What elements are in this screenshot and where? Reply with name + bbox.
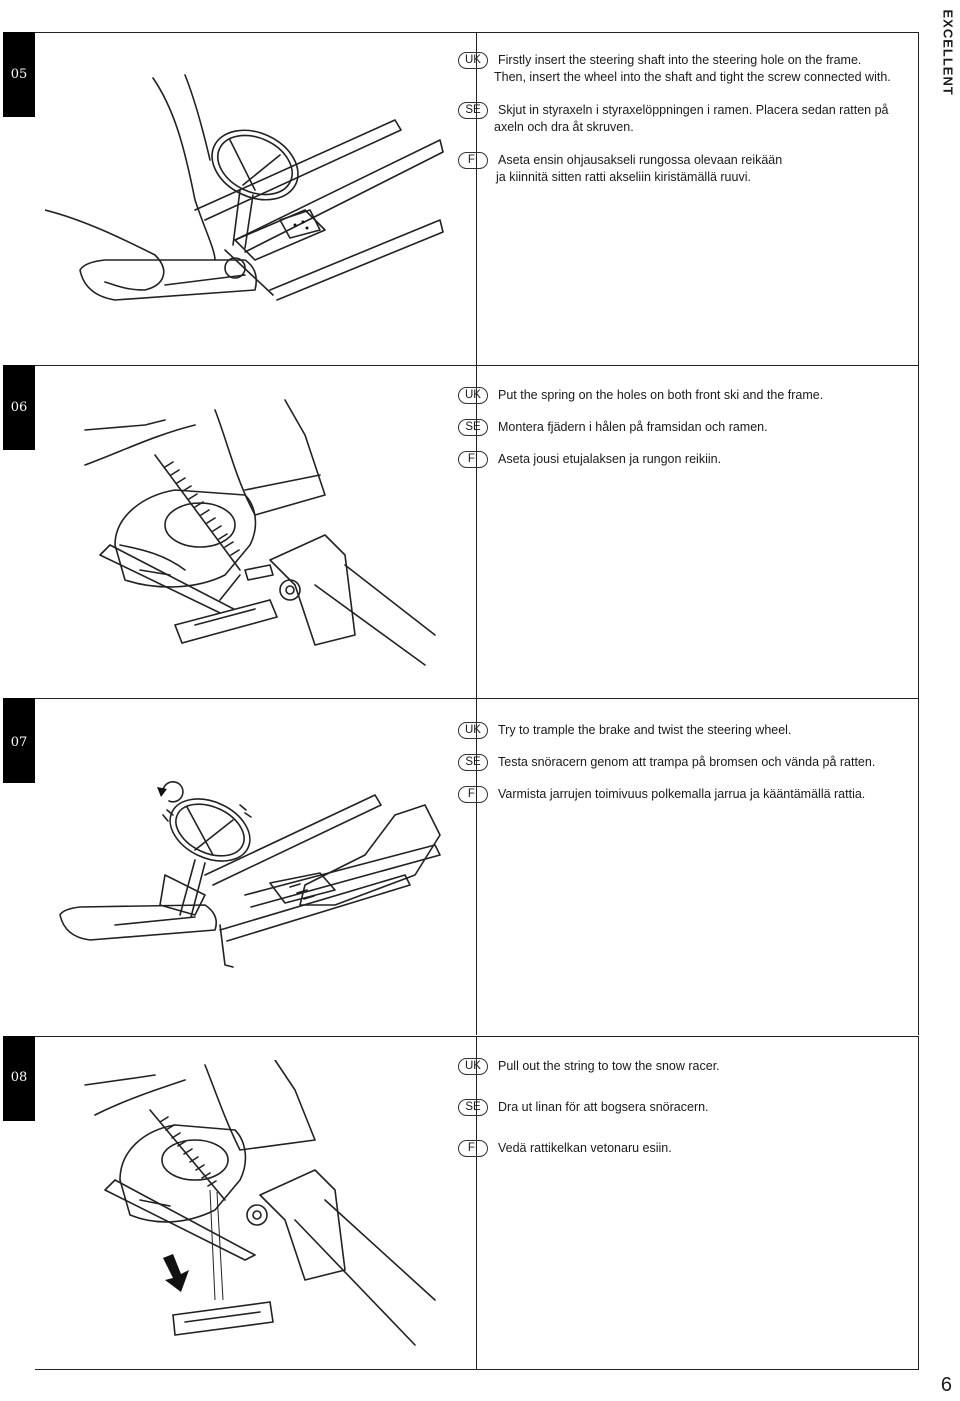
instruction-line: Then, insert the wheel into the shaft an… [458, 69, 908, 86]
step-number-tab: 06 [3, 365, 35, 450]
language-code-badge: UK [458, 1058, 488, 1075]
instruction-text: Pull out the string to tow the snow race… [498, 1059, 720, 1073]
language-code-badge: SE [458, 754, 488, 771]
step-panel-07 [35, 698, 919, 1035]
instruction-line: SE Montera fjädern i hålen på framsidan o… [458, 419, 908, 436]
pull-down-arrow-icon [163, 1254, 189, 1292]
instruction-text: Put the spring on the holes on both fron… [498, 388, 824, 402]
page-number: 6 [940, 1374, 952, 1396]
step-number: 06 [10, 400, 28, 415]
instruction-text: ja kiinnitä sitten ratti akseliin kirist… [496, 170, 751, 184]
step-number-tab: 05 [3, 32, 35, 117]
instruction-text: Then, insert the wheel into the shaft an… [494, 70, 891, 84]
brand-label: EXCELLENT [940, 9, 956, 96]
instruction-text: axeln och dra åt skruven. [494, 120, 634, 134]
instruction-text: Firstly insert the steering shaft into t… [498, 53, 862, 67]
step-number: 07 [10, 735, 28, 750]
language-code-badge: SE [458, 102, 488, 119]
instruction-line: UK Try to trample the brake and twist the… [458, 722, 908, 739]
step-number: 08 [10, 1070, 28, 1085]
instruction-text: Skjut in styraxeln i styraxelöppningen i… [498, 103, 889, 117]
instruction-text: Montera fjädern i hålen på framsidan och… [498, 420, 768, 434]
spring-assembly-illustration [84, 399, 436, 666]
language-code-badge: FI [458, 786, 488, 803]
steering-assembly-illustration [45, 74, 444, 301]
step-05-instructions: UK Firstly insert the steering shaft into… [458, 52, 908, 186]
step-07-instructions: UK Try to trample the brake and twist the… [458, 722, 908, 803]
step-06-instructions: UK Put the spring on the holes on both fr… [458, 387, 908, 468]
instruction-text: Try to trample the brake and twist the s… [498, 723, 792, 737]
instruction-line: SE Dra ut linan för att bogsera snöracern… [458, 1099, 908, 1116]
brake-test-illustration [59, 781, 441, 968]
instruction-text: Varmista jarrujen toimivuus polkemalla j… [498, 787, 866, 801]
instruction-text: Testa snöracern genom att trampa på brom… [498, 755, 876, 769]
language-code-badge: FI [458, 451, 488, 468]
instruction-line: SE Testa snöracern genom att trampa på br… [458, 754, 908, 771]
spring-coil [154, 454, 241, 571]
step-panel-05 [35, 32, 919, 366]
language-code-badge: UK [458, 722, 488, 739]
language-code-badge: UK [458, 52, 488, 69]
step-08-instructions: UK Pull out the string to tow the snow ra… [458, 1058, 908, 1157]
instruction-line: axeln och dra åt skruven. [458, 119, 908, 136]
panel-divider [476, 33, 477, 366]
instruction-text: Aseta ensin ohjausakseli rungossa olevaa… [498, 153, 783, 167]
step-number-tab: 07 [3, 698, 35, 783]
panel-divider [476, 699, 477, 1035]
instruction-line: UK Put the spring on the holes on both fr… [458, 387, 908, 404]
instruction-line: UK Pull out the string to tow the snow ra… [458, 1058, 908, 1075]
tow-string-illustration [84, 1060, 436, 1346]
panel-divider [476, 366, 477, 699]
instruction-text: Aseta jousi etujalaksen ja rungon reikii… [498, 452, 722, 466]
language-code-badge: SE [458, 419, 488, 436]
step-panel-06 [35, 365, 919, 699]
language-code-badge: FI [458, 152, 488, 169]
panel-divider [476, 1037, 477, 1369]
brand-label-container: EXCELLENT [938, 4, 958, 96]
language-code-badge: FI [458, 1140, 488, 1157]
instruction-line: ja kiinnitä sitten ratti akseliin kirist… [458, 169, 908, 186]
language-code-badge: SE [458, 1099, 488, 1116]
step-number: 05 [10, 67, 28, 82]
instruction-text: Dra ut linan för att bogsera snöracern. [498, 1100, 709, 1114]
instruction-line: FI Aseta ensin ohjausakseli rungossa olev… [458, 152, 908, 169]
instruction-line: UK Firstly insert the steering shaft into… [458, 52, 908, 69]
step-panel-08 [35, 1036, 919, 1370]
instruction-line: SE Skjut in styraxeln i styraxelöppningen… [458, 102, 908, 119]
instruction-line: FI Varmista jarrujen toimivuus polkemalla… [458, 786, 908, 803]
rotate-arrow-icon [157, 781, 184, 803]
step-number-tab: 08 [3, 1036, 35, 1121]
language-code-badge: UK [458, 387, 488, 404]
instruction-line: FI Vedä rattikelkan vetonaru esiin. [458, 1140, 908, 1157]
instruction-text: Vedä rattikelkan vetonaru esiin. [498, 1141, 672, 1155]
instruction-line: FI Aseta jousi etujalaksen ja rungon reik… [458, 451, 908, 468]
